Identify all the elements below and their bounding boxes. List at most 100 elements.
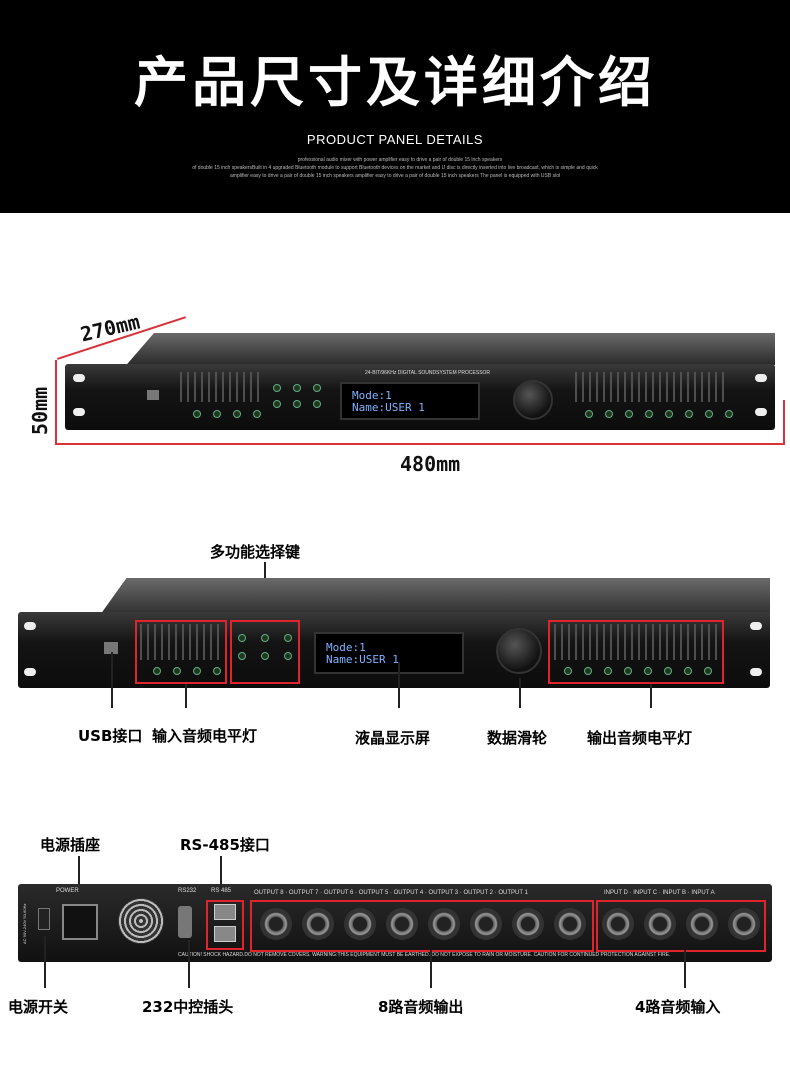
power-label: POWER xyxy=(56,888,79,894)
xlr-output xyxy=(554,908,586,940)
led xyxy=(684,667,692,675)
xlr-input xyxy=(602,908,634,940)
callout-line xyxy=(684,950,686,988)
callout-input-level: 输入音频电平灯 xyxy=(152,727,258,745)
lcd-line-1: Mode:1 xyxy=(326,641,366,654)
rack-hole xyxy=(73,374,85,382)
led xyxy=(705,410,713,418)
lcd-screen-1: Mode:1 Name:USER 1 xyxy=(340,382,480,420)
db9-port xyxy=(178,906,192,938)
caution-label: CAUTION! SHOCK HAZARD.DO NOT REMOVE COVE… xyxy=(178,952,671,958)
xlr-output xyxy=(428,908,460,940)
rs485-label: RS 485 xyxy=(211,888,232,894)
usb-port-icon xyxy=(104,642,118,654)
button-led xyxy=(293,384,301,392)
callout-power-socket: 电源插座 xyxy=(40,836,101,854)
callout-rs232: 232中控插头 xyxy=(142,998,234,1016)
led xyxy=(233,410,241,418)
led xyxy=(585,410,593,418)
callout-usb: USB接口 xyxy=(78,727,143,745)
height-label: 50mm xyxy=(28,386,52,435)
lcd-line-2: Name:USER 1 xyxy=(326,653,399,666)
input-highlight xyxy=(135,620,227,684)
rack-hole xyxy=(755,408,767,416)
rear-panel: POWER RS232 RS 485 OUTPUT 8 · OUTPUT 7 ·… xyxy=(18,884,772,962)
callout-line xyxy=(398,662,400,708)
callout-lcd: 液晶显示屏 xyxy=(355,729,431,747)
callout-multi-function: 多功能选择键 xyxy=(210,543,301,561)
xlr-output xyxy=(260,908,292,940)
led xyxy=(704,667,712,675)
callout-wheel: 数据滑轮 xyxy=(487,729,548,747)
led xyxy=(584,667,592,675)
xlr-input xyxy=(644,908,676,940)
led xyxy=(153,667,161,675)
power-switch xyxy=(38,908,50,930)
parameter-wheel xyxy=(513,380,553,420)
led xyxy=(644,667,652,675)
width-label: 480mm xyxy=(400,452,461,476)
led xyxy=(605,410,613,418)
callout-line xyxy=(650,684,652,708)
output-meter xyxy=(554,624,719,660)
fine-print-3: amplifier easy to drive a pair of double… xyxy=(230,173,560,179)
rj45-port xyxy=(214,926,236,942)
model-text: 24-BIT/96KHz DIGITAL SOUNDSYSTEM PROCESS… xyxy=(365,370,491,376)
led xyxy=(625,410,633,418)
lcd-line-1: Mode:1 xyxy=(352,389,392,402)
xlr-output xyxy=(470,908,502,940)
button-led xyxy=(273,384,281,392)
width-end xyxy=(783,400,785,445)
power-socket xyxy=(62,904,98,940)
inputs-label-row: INPUT D · INPUT C · INPUT B · INPUT A xyxy=(604,890,715,896)
led xyxy=(564,667,572,675)
input-meter xyxy=(180,372,260,402)
callout-line xyxy=(111,652,113,708)
fine-print-1: professional audio mixer with power ampl… xyxy=(297,157,503,163)
front-panel-2: Mode:1 Name:USER 1 xyxy=(18,612,770,688)
outputs-label-row: OUTPUT 8 · OUTPUT 7 · OUTPUT 6 · OUTPUT … xyxy=(254,890,528,896)
fan-grille xyxy=(118,898,164,944)
rack-hole xyxy=(755,374,767,382)
button-led xyxy=(261,634,269,642)
device-top-2 xyxy=(97,578,770,618)
output-meter xyxy=(575,372,725,402)
led xyxy=(173,667,181,675)
rs485-highlight xyxy=(206,900,244,950)
rack-hole xyxy=(750,622,762,630)
input-meter xyxy=(140,624,220,660)
page-title: 产品尺寸及详细介绍 xyxy=(134,51,656,114)
usb-port-icon xyxy=(147,390,159,400)
callout-line xyxy=(78,856,80,904)
device-top xyxy=(126,333,775,365)
rack-hole xyxy=(24,622,36,630)
front-panel-1: Mode:1 Name:USER 1 24-BIT/96KHz DIGITAL … xyxy=(65,364,775,430)
button-led xyxy=(313,384,321,392)
rack-hole xyxy=(73,408,85,416)
led xyxy=(624,667,632,675)
led xyxy=(193,667,201,675)
button-led xyxy=(238,634,246,642)
voltage-label: AC 90V-240V 50-60Hz xyxy=(22,903,27,944)
led xyxy=(725,410,733,418)
xlr-output xyxy=(386,908,418,940)
callout-line xyxy=(188,940,190,988)
button-led xyxy=(284,652,292,660)
button-led xyxy=(293,400,301,408)
output-highlight xyxy=(548,620,724,684)
callout-rs485: RS-485接口 xyxy=(180,836,270,854)
callout-power-switch: 电源开关 xyxy=(8,998,69,1016)
callout-outputs8: 8路音频输出 xyxy=(378,998,464,1016)
button-led xyxy=(273,400,281,408)
button-led xyxy=(238,652,246,660)
callout-line xyxy=(430,950,432,988)
led xyxy=(664,667,672,675)
rs232-label: RS232 xyxy=(178,888,197,894)
callout-inputs4: 4路音频输入 xyxy=(635,998,721,1016)
width-line xyxy=(55,443,785,445)
lcd-screen-2: Mode:1 Name:USER 1 xyxy=(314,632,464,674)
xlr-output xyxy=(344,908,376,940)
callout-line xyxy=(220,856,222,900)
xlr-input xyxy=(728,908,760,940)
header-banner: 产品尺寸及详细介绍 PRODUCT PANEL DETAILS professi… xyxy=(0,0,790,213)
